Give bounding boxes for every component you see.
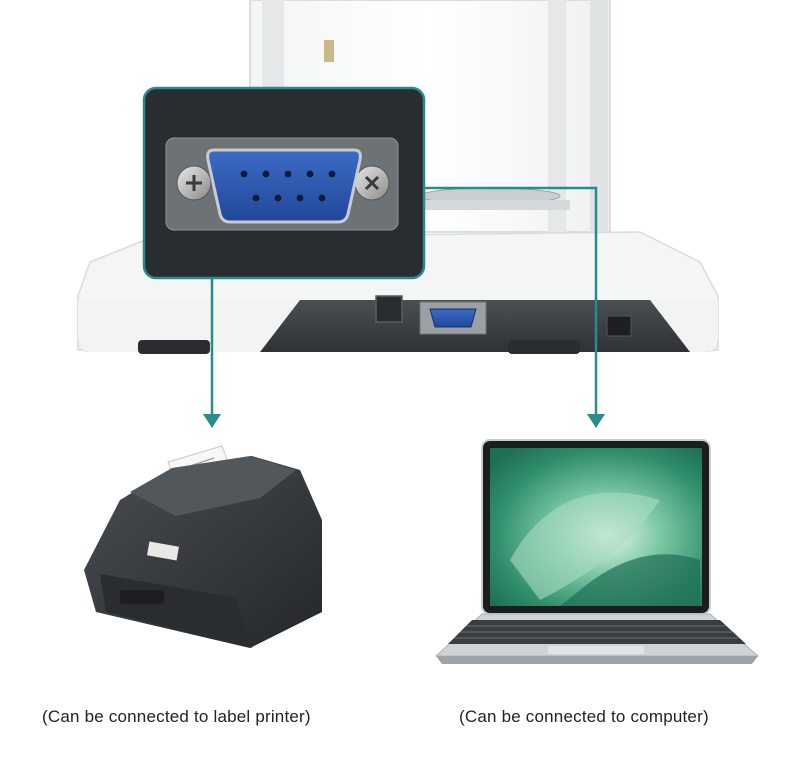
db9-pins [240, 170, 336, 202]
printer-label [147, 541, 179, 561]
wallpaper-swirl [510, 492, 660, 600]
screw-right-slot [364, 175, 380, 191]
laptop-bottom-edge [436, 656, 758, 664]
base-white-wedge-right [650, 300, 718, 352]
printer-lid [130, 456, 296, 516]
leveling-foot-left [138, 340, 210, 354]
base-white-wedge-left [78, 300, 300, 352]
wallpaper-shadow [560, 554, 700, 606]
shield-frame-right [548, 0, 566, 232]
db9-connector-icon [206, 148, 362, 224]
rear-db9-port-icon [429, 308, 477, 328]
laptop-trackpad [548, 646, 644, 654]
db9-zoom-inset [142, 86, 426, 280]
shield-frame-far-right [590, 0, 608, 232]
arrow-line-to-computer [424, 186, 598, 414]
keyboard-rows [454, 625, 738, 639]
pan-support [420, 200, 570, 210]
thermal-printer [84, 445, 322, 648]
arrow-down-icon [587, 414, 605, 428]
power-jack [606, 315, 632, 337]
arrow-down-icon [203, 414, 221, 428]
screw-left-slot [186, 175, 202, 191]
laptop-computer [434, 439, 760, 664]
shield-latch [324, 40, 334, 62]
leveling-foot-right [508, 340, 580, 354]
computer-caption: (Can be connected to computer) [459, 707, 709, 726]
printer-caption: (Can be connected to label printer) [42, 707, 311, 726]
connection-arrows [210, 186, 598, 414]
usb-port [375, 295, 403, 323]
paper-feed-button [120, 590, 164, 604]
